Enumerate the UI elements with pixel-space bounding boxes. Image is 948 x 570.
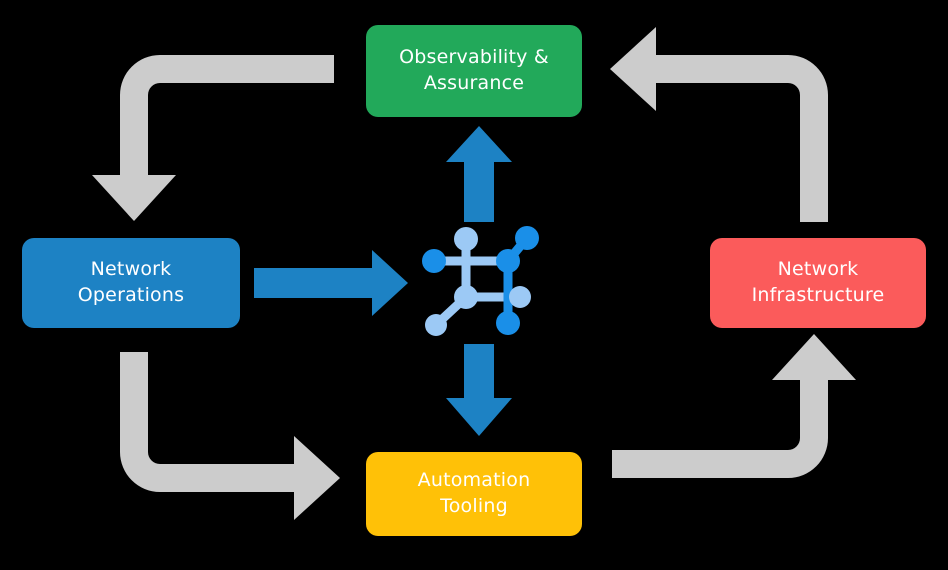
node-label-automation-tooling: Automation Tooling <box>417 469 531 517</box>
network-mesh-hub <box>420 220 540 340</box>
node-label-network-operations: Network Operations <box>77 258 185 306</box>
node-box-automation-tooling[interactable]: Automation Tooling <box>366 452 582 536</box>
node-box-network-operations[interactable]: Network Operations <box>22 238 240 328</box>
flow-arrow-operations-to-hub <box>254 250 408 316</box>
cycle-arrow-infrastructure-to-observability <box>610 27 828 222</box>
node-label-network-infrastructure: Network Infrastructure <box>751 258 885 306</box>
cycle-arrow-operations-to-automation <box>120 352 340 520</box>
flow-arrow-hub-to-automation <box>446 344 512 436</box>
mesh-nodes-dark <box>422 226 539 335</box>
node-box-observability[interactable]: Observability & Assurance <box>366 25 582 117</box>
network-mesh-icon <box>422 226 539 336</box>
cycle-arrow-automation-to-infrastructure <box>612 334 856 478</box>
cycle-arrow-observability-to-operations <box>92 55 334 221</box>
node-label-observability: Observability & Assurance <box>399 46 549 94</box>
node-box-network-infrastructure[interactable]: Network Infrastructure <box>710 238 926 328</box>
flow-arrow-hub-to-observability <box>446 126 512 222</box>
mesh-nodes-light <box>425 227 531 336</box>
